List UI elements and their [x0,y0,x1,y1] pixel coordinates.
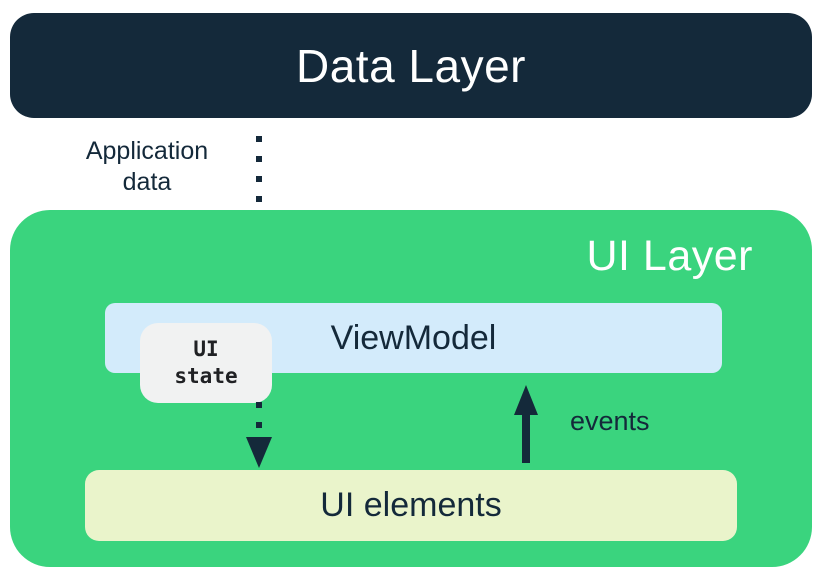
data-layer-label: Data Layer [295,39,526,92]
ui-elements-label: UI elements [320,486,502,524]
ui-state-chip-line2: state [174,364,238,388]
down-arrowhead-icon [246,437,272,468]
dotted-arrow-line-bottom [256,402,262,432]
ui-layer-label: UI Layer [586,232,753,280]
up-arrowhead-icon [514,385,538,415]
application-data-label: Application data [52,136,242,198]
application-data-label-line1: Application [85,137,209,165]
events-label: events [570,406,650,436]
ui-state-chip: UI state [140,323,272,403]
dotted-arrow-line-top [256,136,262,266]
viewmodel-label: ViewModel [330,318,497,357]
up-arrow-shaft [522,412,530,463]
data-layer-box: Data Layer [10,13,812,118]
ui-state-chip-line1: UI [193,337,219,361]
ui-elements-box: UI elements [85,470,737,541]
application-data-label-line2: data [122,168,172,196]
